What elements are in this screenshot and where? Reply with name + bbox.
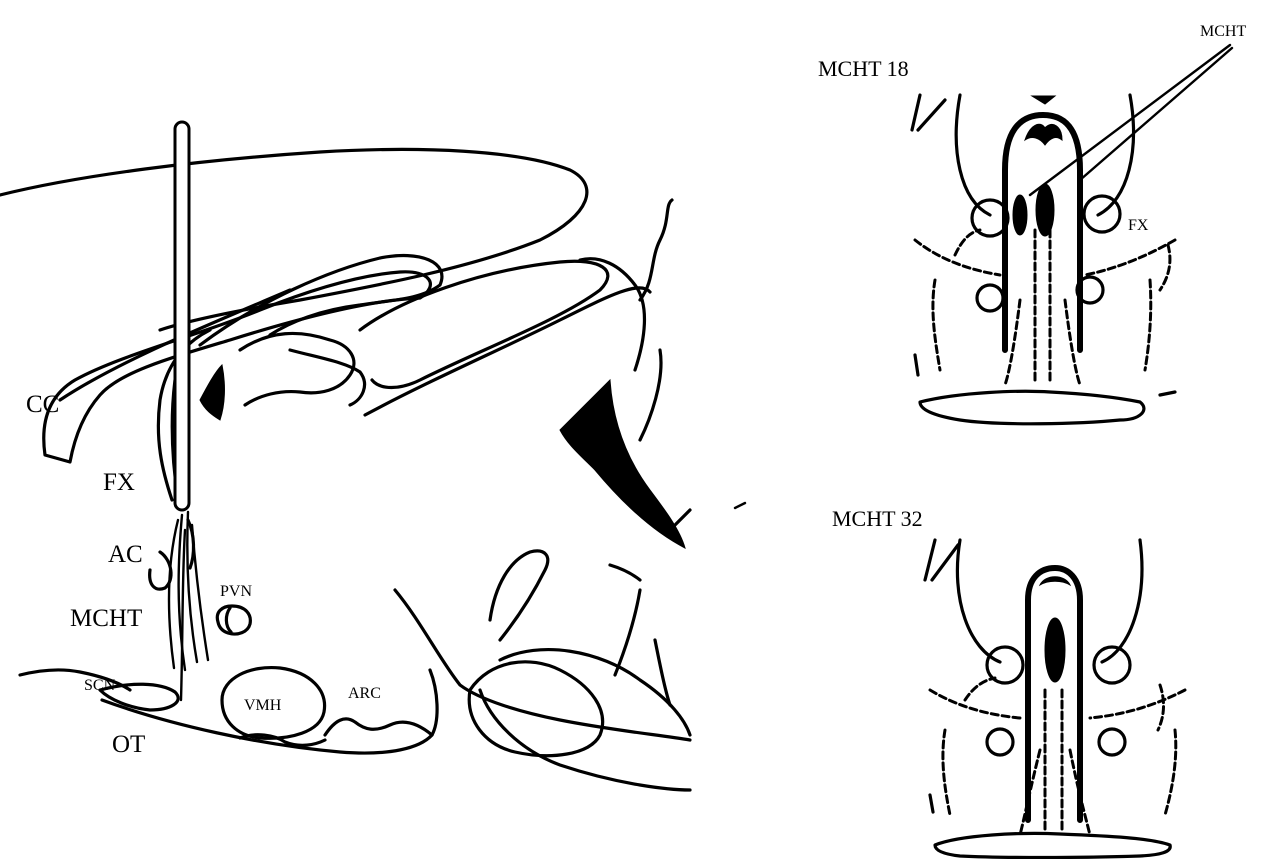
side-mark — [930, 795, 933, 812]
ventricle-top — [1025, 124, 1062, 145]
lateral-contour — [956, 95, 990, 215]
label-ac: AC — [108, 541, 143, 568]
dashed-boundary — [965, 678, 995, 700]
section-18-fx-label: FX — [1128, 217, 1149, 234]
section-18-title: MCHT 18 — [818, 56, 909, 81]
dashed-boundary — [1145, 280, 1151, 370]
outer-contour — [912, 95, 920, 130]
optic-chiasm — [920, 391, 1144, 423]
fornix-dark-region — [200, 365, 224, 420]
mcht-tract-left — [1013, 195, 1027, 235]
label-fx: FX — [103, 469, 135, 496]
dashed-boundary — [915, 240, 1000, 275]
posterior-edge — [670, 510, 690, 530]
dashed-boundary — [1085, 240, 1175, 275]
label-arc: ARC — [348, 685, 381, 702]
coronal-section-18 — [912, 45, 1232, 424]
dashed-boundary — [1165, 730, 1176, 815]
label-pvn: PVN — [220, 583, 252, 600]
arc-region — [325, 719, 432, 735]
aqueduct-mark — [610, 565, 640, 580]
mcht-fiber — [169, 520, 178, 668]
coronal-section-32 — [925, 540, 1185, 858]
nucleus-left — [987, 729, 1013, 755]
posterior-edge-2 — [640, 350, 661, 440]
label-mcht: MCHT — [70, 605, 142, 632]
outer-contour — [925, 540, 935, 580]
midbrain-outline — [490, 551, 548, 640]
cortex-outline — [0, 149, 587, 330]
mark — [735, 503, 745, 508]
callout-line — [1080, 48, 1232, 180]
outer-contour — [932, 545, 958, 580]
dashed-boundary — [930, 690, 1020, 718]
lateral-contour — [1102, 540, 1142, 662]
mcht-tract-center — [1045, 618, 1065, 682]
dashed-boundary — [1160, 245, 1170, 290]
label-ot: OT — [112, 731, 145, 758]
corpus-callosum — [44, 272, 431, 462]
dashed-boundary — [1158, 685, 1164, 730]
pvn-nucleus — [217, 606, 250, 634]
label-vmh: VMH — [244, 697, 282, 714]
side-mark — [1160, 392, 1175, 395]
mcht-callout-label: MCHT — [1200, 23, 1246, 40]
side-mark — [915, 355, 918, 375]
nucleus-left — [977, 285, 1003, 311]
dashed-boundary — [933, 280, 940, 370]
cannula — [175, 122, 189, 510]
nucleus-right — [1099, 729, 1125, 755]
section-32-title: MCHT 32 — [832, 506, 923, 531]
mcht-tract-right — [1036, 184, 1054, 236]
posterior-outline-2 — [580, 259, 644, 370]
pons-outline-2 — [480, 690, 690, 790]
dashed-boundary — [1090, 690, 1185, 718]
midbrain-line — [615, 590, 640, 675]
outer-contour — [918, 100, 945, 130]
thalamus-inner — [240, 333, 354, 405]
pvn-inner — [226, 608, 231, 632]
top-notch — [1032, 96, 1055, 104]
fornix-right — [1094, 647, 1130, 683]
dashed-boundary — [943, 730, 950, 815]
ventricle-wedge — [560, 380, 685, 548]
lateral-contour — [957, 540, 1000, 662]
ventricle-top — [1040, 577, 1070, 585]
optic-chiasm — [935, 833, 1170, 857]
mcht-fiber — [181, 530, 185, 700]
anterior-commissure — [150, 552, 171, 589]
label-cc: CC — [26, 391, 59, 418]
label-scn: SCN — [84, 677, 116, 694]
posterior-outline — [640, 200, 672, 300]
third-ventricle — [1028, 568, 1080, 820]
dashed-boundary — [955, 230, 980, 255]
